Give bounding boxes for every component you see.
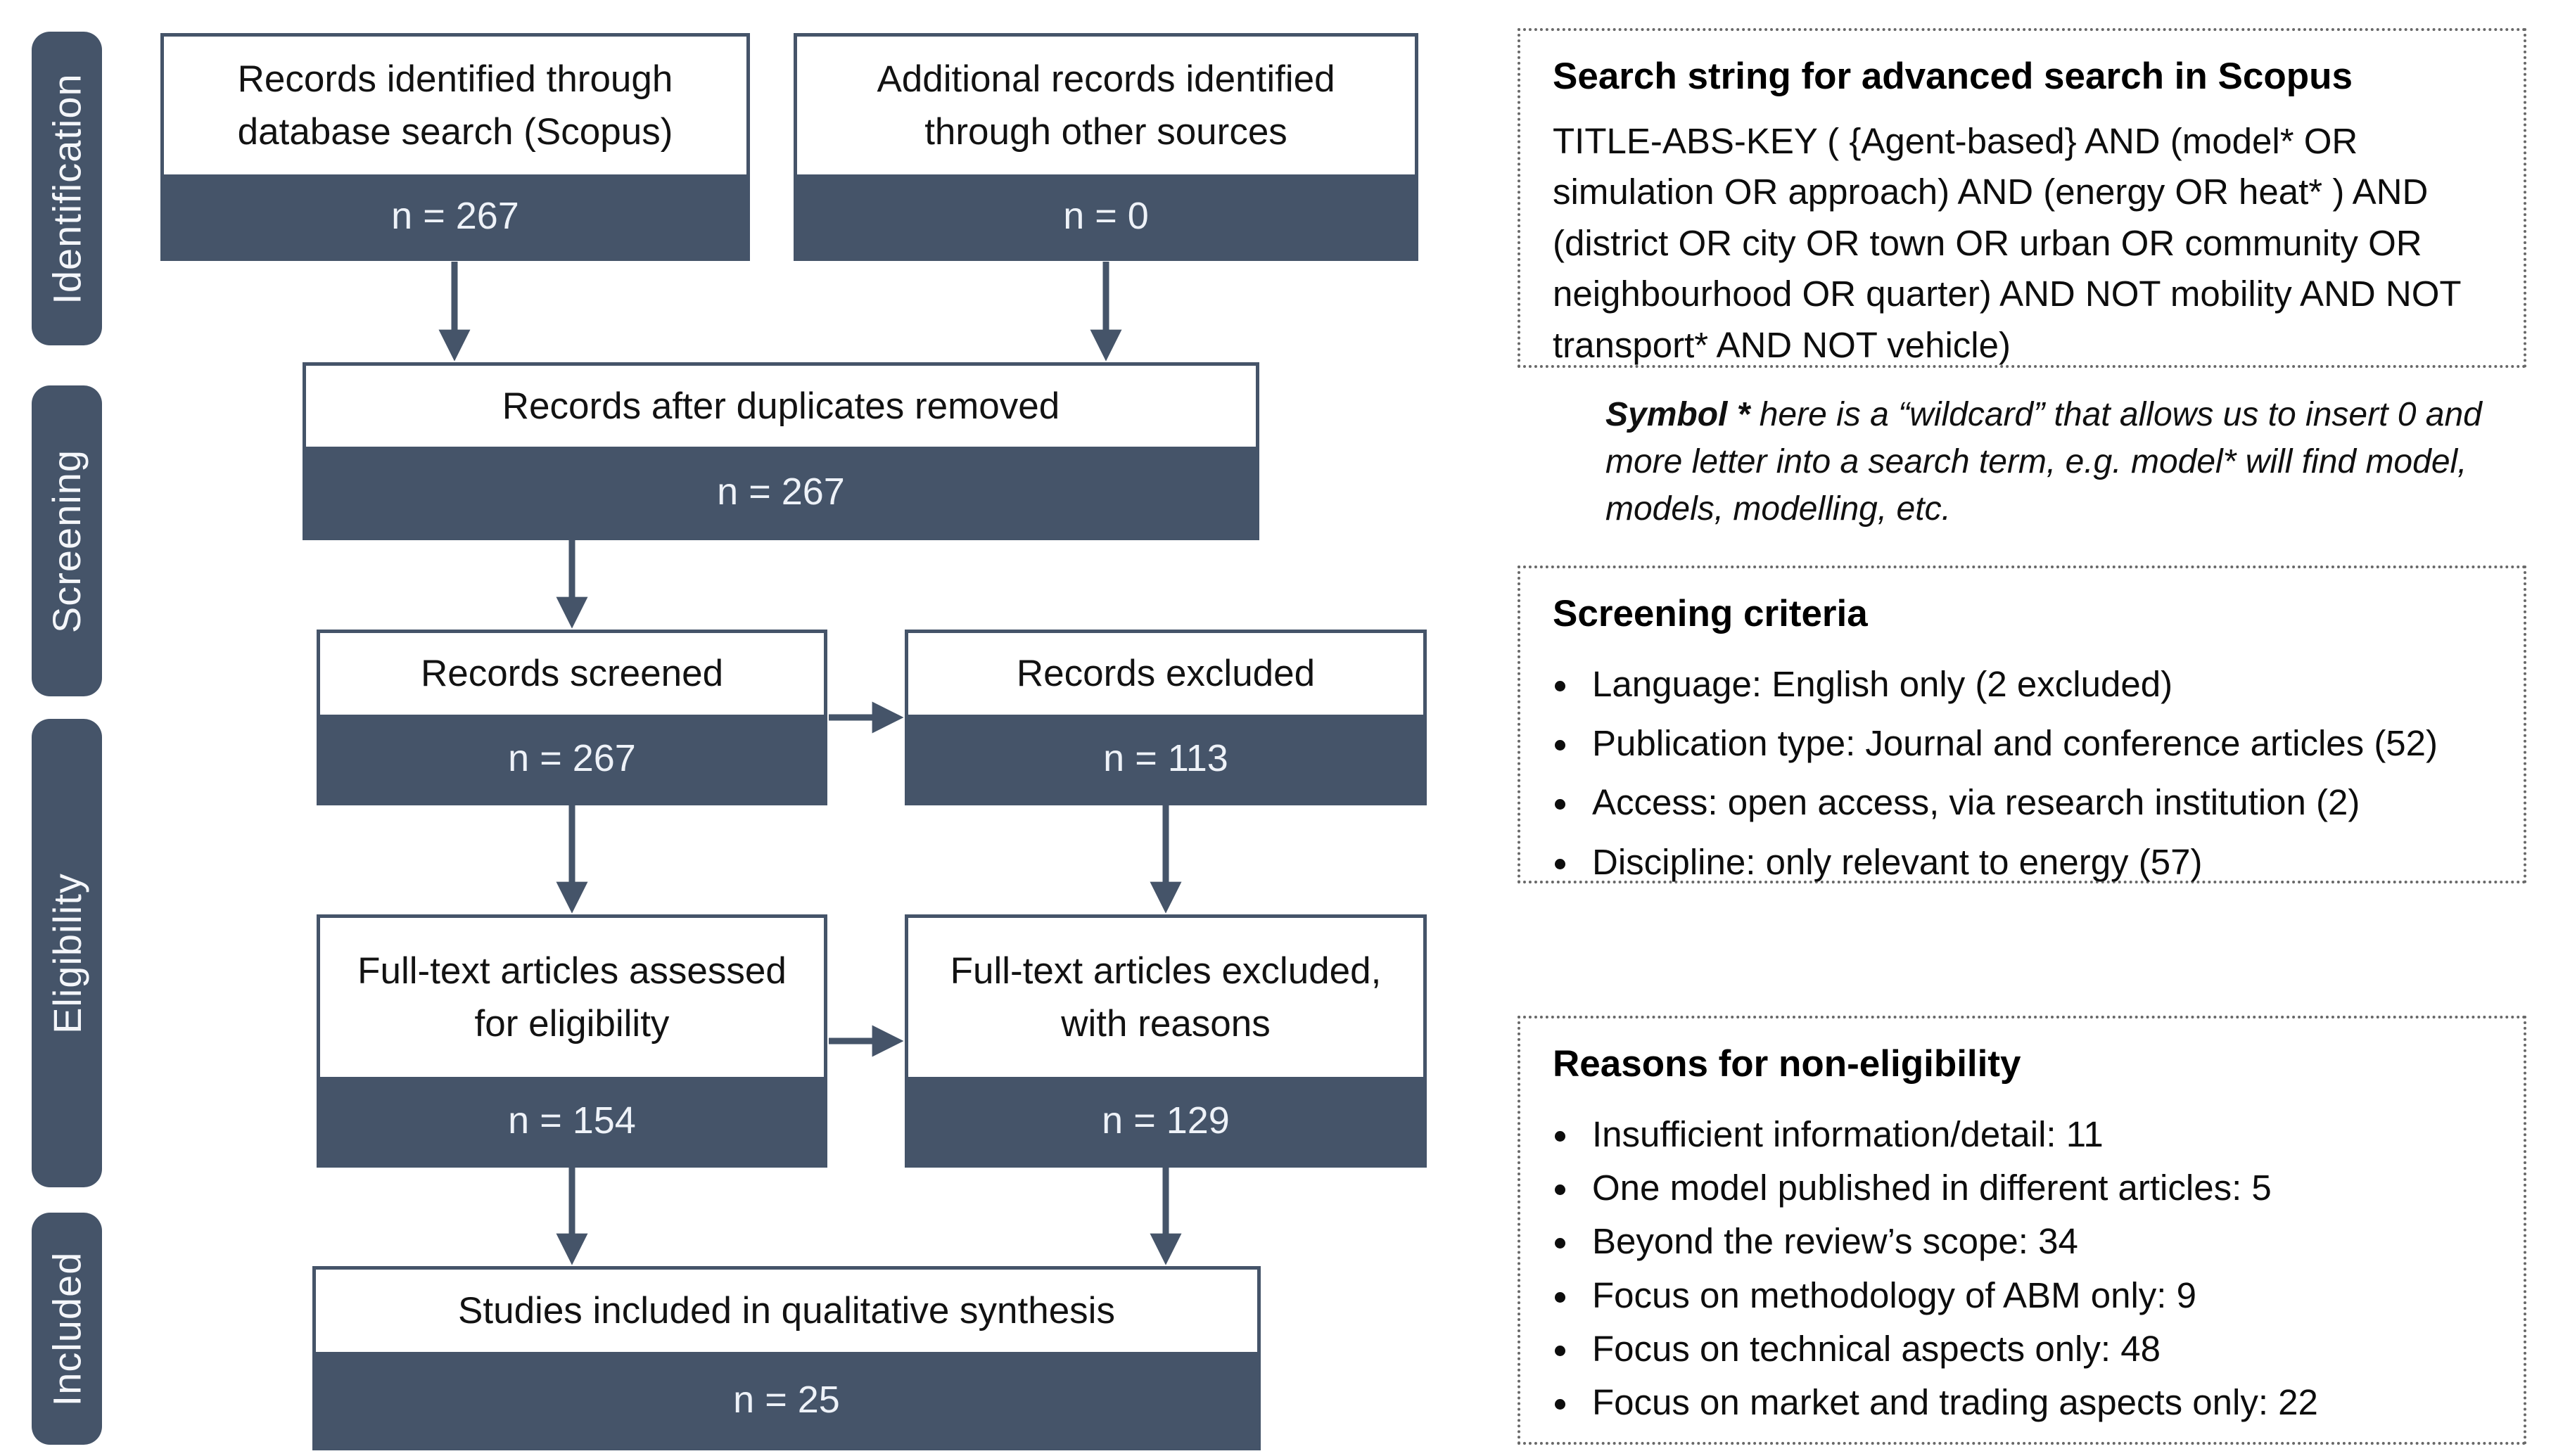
list-item: One model published in different article… — [1581, 1167, 2491, 1209]
count-badge: n = 129 — [908, 1077, 1423, 1164]
stage-label: Identification — [44, 72, 89, 305]
panel-title: Search string for advanced search in Sco… — [1553, 56, 2353, 97]
box-title: Records excluded — [1016, 653, 1316, 695]
list-item: Insufficient information/detail: 11 — [1581, 1113, 2491, 1156]
flow-box-additional-records: Additional records identified through ot… — [794, 33, 1418, 261]
box-title: Records screened — [420, 653, 724, 695]
wildcard-note-text: here is a “wildcard” that allows us to i… — [1605, 396, 2482, 528]
wildcard-note-lead: Symbol * — [1605, 396, 1750, 433]
count-badge: n = 113 — [908, 715, 1423, 802]
box-title: Full-text articles assessed for eligibil… — [357, 950, 787, 1045]
stage-label: Eligibility — [44, 872, 89, 1034]
box-title: Studies included in qualitative synthesi… — [458, 1289, 1115, 1332]
box-title: Full-text articles excluded, with reason… — [950, 950, 1382, 1045]
list-item: Access: open access, via research instit… — [1581, 781, 2491, 824]
stage-tab-included: Included — [32, 1213, 102, 1445]
list-item: Beyond the review’s scope: 34 — [1581, 1220, 2491, 1263]
list-item: Discipline: only relevant to energy (57) — [1581, 841, 2491, 883]
box-title: Additional records identified through ot… — [877, 58, 1335, 153]
stage-tab-eligibility: Eligibility — [32, 719, 102, 1187]
panel-reasons-non-eligibility: Reasons for non-eligibility Insufficient… — [1518, 1016, 2526, 1445]
count-badge: n = 267 — [306, 447, 1256, 537]
search-string-text: TITLE-ABS-KEY ( {Agent-based} AND (model… — [1553, 121, 2461, 365]
flow-box-studies-included: Studies included in qualitative synthesi… — [312, 1266, 1261, 1450]
flow-box-records-identified: Records identified through database sear… — [160, 33, 750, 261]
flow-box-records-excluded: Records excluded n = 113 — [905, 630, 1427, 805]
flow-box-fulltext-excluded: Full-text articles excluded, with reason… — [905, 914, 1427, 1168]
panel-screening-criteria: Screening criteria Language: English onl… — [1518, 566, 2526, 883]
criteria-list: Language: English only (2 excluded) Publ… — [1581, 663, 2491, 883]
stage-tab-identification: Identification — [32, 32, 102, 345]
box-title: Records identified through database sear… — [237, 58, 673, 153]
list-item: Language: English only (2 excluded) — [1581, 663, 2491, 705]
list-item: Publication type: Journal and conference… — [1581, 722, 2491, 765]
stage-tab-screening: Screening — [32, 385, 102, 696]
list-item: Focus on market and trading aspects only… — [1581, 1381, 2491, 1424]
list-item: Focus on methodology of ABM only: 9 — [1581, 1275, 2491, 1317]
count-badge: n = 267 — [320, 715, 824, 802]
count-badge: n = 25 — [316, 1352, 1257, 1447]
count-badge: n = 154 — [320, 1077, 824, 1164]
stage-label: Screening — [44, 449, 89, 633]
wildcard-note: Symbol * here is a “wildcard” that allow… — [1605, 391, 2528, 533]
count-badge: n = 267 — [164, 174, 746, 257]
box-title: Records after duplicates removed — [502, 385, 1060, 427]
reasons-list: Insufficient information/detail: 11 One … — [1581, 1113, 2491, 1424]
stage-label: Included — [44, 1251, 89, 1406]
panel-title: Reasons for non-eligibility — [1553, 1043, 2021, 1085]
count-badge: n = 0 — [797, 174, 1415, 257]
flow-box-fulltext-assessed: Full-text articles assessed for eligibil… — [317, 914, 827, 1168]
list-item: Focus on technical aspects only: 48 — [1581, 1328, 2491, 1370]
panel-title: Screening criteria — [1553, 593, 1868, 634]
flow-box-records-screened: Records screened n = 267 — [317, 630, 827, 805]
panel-search-string: Search string for advanced search in Sco… — [1518, 28, 2526, 368]
flow-box-after-duplicates: Records after duplicates removed n = 267 — [303, 362, 1259, 540]
